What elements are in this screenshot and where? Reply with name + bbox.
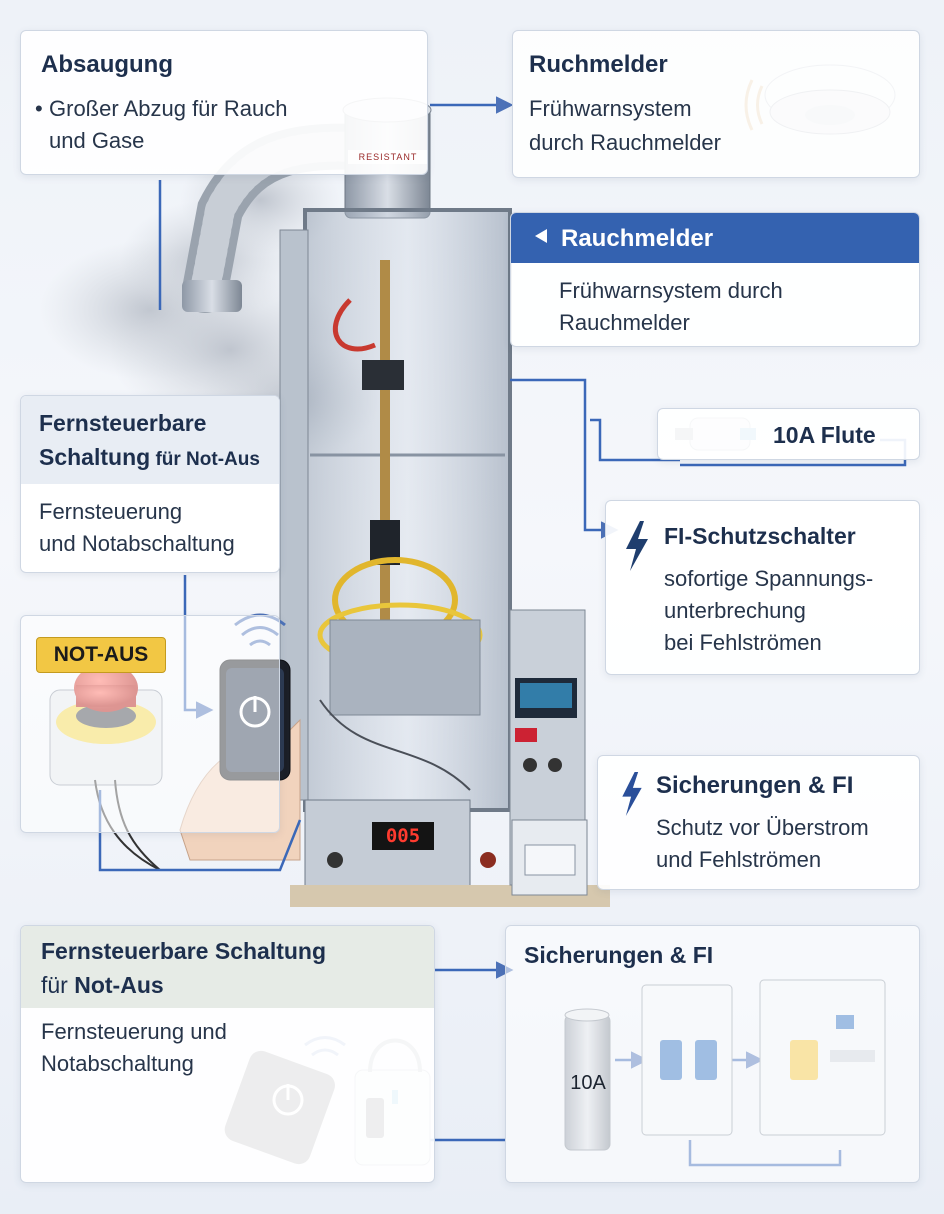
- card-ruchmelder: Ruchmelder Frühwarnsystem durch Rauchmel…: [512, 30, 920, 178]
- absaugung-title: Absaugung: [41, 51, 173, 78]
- test-cabinet: [279, 208, 610, 907]
- fernsteuerung-bottom-title2-pre: für: [41, 972, 75, 998]
- fernsteuerung-bottom-line2: Notabschaltung: [41, 1051, 194, 1076]
- control-panel: [509, 609, 588, 896]
- fernsteuerung-bottom-title1: Fernsteuerbare Schaltung: [41, 938, 327, 964]
- absaugung-bullet: •: [35, 96, 43, 121]
- card-rauchmelder: Rauchmelder Frühwarnsystem durch Rauchme…: [510, 212, 920, 347]
- rauchmelder-header-bar: [511, 213, 919, 263]
- card-fernsteuerung-left: Fernsteuerbare Schaltung für Not-Aus Fer…: [20, 395, 280, 573]
- back-arrow-icon: [535, 229, 547, 243]
- fi-schutzschalter-title: FI-Schutzschalter: [664, 523, 856, 549]
- fernsteuerung-left-title2-rest: für Not-Aus: [150, 449, 260, 470]
- card-absaugung: Absaugung • Großer Abzug für Rauch und G…: [20, 30, 428, 175]
- fernsteuerung-left-title2: Schaltung für Not-Aus: [39, 444, 260, 471]
- fi-schutzschalter-line2: unterbrechung: [664, 598, 806, 623]
- fernsteuerung-left-title2-bold: Schaltung: [39, 444, 151, 470]
- ruchmelder-title: Ruchmelder: [529, 51, 668, 78]
- absaugung-line1: Großer Abzug für Rauch: [49, 96, 288, 121]
- card-sicherungen-bottom: Sicherungen & FI: [505, 925, 920, 1183]
- lightning-icon: [624, 521, 650, 571]
- fernsteuerung-left-header-bg: [21, 396, 279, 484]
- rauchmelder-line1: Frühwarnsystem durch: [559, 278, 783, 303]
- ruchmelder-line1: Frühwarnsystem: [529, 96, 692, 121]
- card-fi-schutzschalter: FI-Schutzschalter sofortige Spannungs- u…: [605, 500, 920, 675]
- fernsteuerung-bottom-line1: Fernsteuerung und: [41, 1019, 227, 1044]
- ruchmelder-line2: durch Rauchmelder: [529, 130, 721, 155]
- hood-label: RESISTANT: [358, 152, 418, 162]
- sicherungen-mid-title: Sicherungen & FI: [656, 772, 854, 799]
- fernsteuerung-left-line1: Fernsteuerung: [39, 499, 183, 524]
- card-fernsteuerung-bottom: Fernsteuerbare Schaltung für Not-Aus Fer…: [20, 925, 435, 1183]
- rauchmelder-line2: Rauchmelder: [559, 310, 690, 335]
- timer-display: 005: [385, 825, 421, 847]
- sicherungen-mid-line1: Schutz vor Überstrom: [656, 815, 869, 840]
- lightning-icon: [620, 772, 644, 816]
- card-flute: 10A Flute: [657, 408, 920, 460]
- card-sicherungen-mid: Sicherungen & FI Schutz vor Überstrom un…: [597, 755, 920, 890]
- fernsteuerung-bottom-title2-bold: Not-Aus: [74, 972, 164, 998]
- fernsteuerung-bottom-header-bg: [21, 926, 434, 1008]
- fuse-label: 10A: [570, 1072, 606, 1094]
- flute-label: 10A Flute: [773, 422, 876, 448]
- fi-schutzschalter-line3: bei Fehlströmen: [664, 630, 822, 655]
- absaugung-line2: und Gase: [49, 128, 145, 153]
- sicherungen-mid-line2: und Fehlströmen: [656, 847, 822, 872]
- fi-schutzschalter-line1: sofortige Spannungs-: [664, 566, 874, 591]
- not-aus-label: NOT-AUS: [36, 637, 166, 673]
- fernsteuerung-left-line2: und Notabschaltung: [39, 531, 235, 556]
- rauchmelder-title: Rauchmelder: [561, 225, 714, 252]
- fernsteuerung-bottom-title2: für Not-Aus: [41, 972, 164, 999]
- fernsteuerung-left-title1: Fernsteuerbare: [39, 410, 207, 436]
- sicherungen-bottom-title: Sicherungen & FI: [524, 942, 714, 968]
